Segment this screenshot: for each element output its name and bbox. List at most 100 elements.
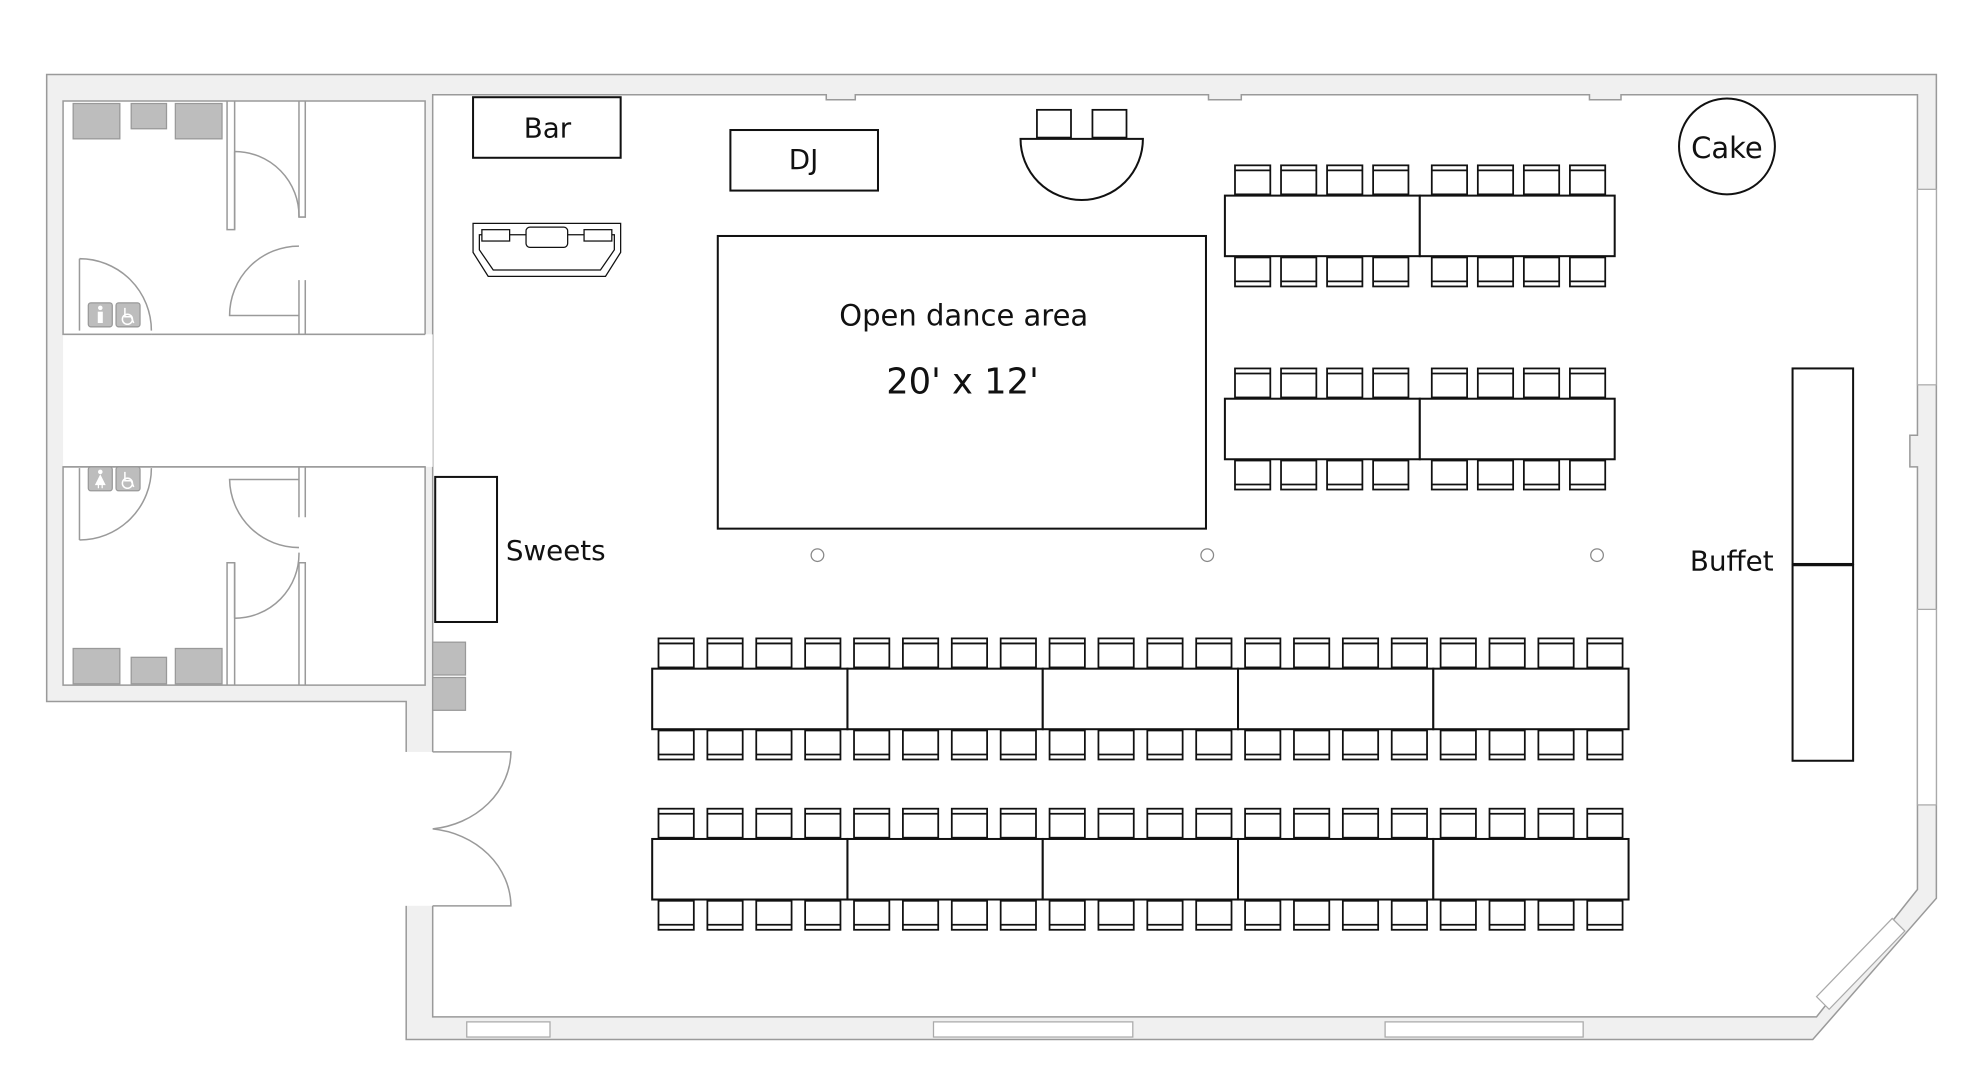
dance-area[interactable]: Open dance area 20' x 12' (716, 234, 1207, 530)
chair (1097, 637, 1135, 669)
window (1916, 608, 1938, 806)
chair (1430, 459, 1468, 491)
chair (706, 729, 744, 761)
chair (1439, 729, 1477, 761)
chair (1390, 899, 1428, 931)
chair (950, 729, 988, 761)
chair (950, 899, 988, 931)
chair (804, 807, 842, 839)
chair (1537, 729, 1575, 761)
chair (1244, 899, 1282, 931)
chair (1488, 637, 1526, 669)
chair (657, 729, 695, 761)
dance-area-label: Open dance area (839, 299, 1088, 333)
guest-seating (651, 164, 1630, 931)
chair (999, 729, 1037, 761)
chair (1195, 807, 1233, 839)
chair (1234, 459, 1272, 491)
chair (1195, 637, 1233, 669)
wheelchair-icon (115, 466, 141, 492)
chair (1488, 807, 1526, 839)
man-icon (87, 302, 113, 328)
chair (1244, 729, 1282, 761)
entrance-door[interactable] (432, 751, 512, 907)
chair (804, 637, 842, 669)
chair (804, 729, 842, 761)
banquet-table[interactable] (846, 837, 1044, 901)
banquet-table[interactable] (1237, 667, 1435, 731)
banquet-table[interactable] (1432, 667, 1630, 731)
banquet-table[interactable] (1432, 837, 1630, 901)
chair (1522, 367, 1561, 399)
head-table[interactable] (1019, 108, 1144, 202)
chair (853, 729, 891, 761)
chair (1390, 729, 1428, 761)
buffet-table[interactable]: Buffet (1690, 367, 1855, 762)
chair (1293, 637, 1331, 669)
chair (706, 637, 744, 669)
chair (1097, 729, 1135, 761)
banquet-table[interactable] (1041, 667, 1240, 731)
chair (902, 899, 940, 931)
chair (1195, 899, 1233, 931)
chair (1326, 367, 1364, 399)
chair (1488, 899, 1526, 931)
banquet-table[interactable] (1223, 397, 1421, 461)
banquet-table[interactable] (1223, 194, 1421, 258)
chair (755, 637, 793, 669)
chair (1537, 899, 1575, 931)
chair (1569, 459, 1607, 491)
chair (1341, 729, 1380, 761)
chair (902, 637, 940, 669)
chair (1569, 256, 1607, 288)
window (1815, 917, 1906, 1011)
chair (1430, 367, 1468, 399)
dj-label: DJ (789, 143, 819, 176)
window (1916, 188, 1938, 386)
chair (1476, 367, 1515, 399)
bar[interactable]: Bar (472, 96, 622, 159)
chair (1522, 256, 1561, 288)
cake-table[interactable]: Cake (1678, 97, 1776, 196)
chair (1293, 729, 1331, 761)
chair (657, 637, 695, 669)
banquet-table[interactable] (651, 667, 849, 731)
banquet-table[interactable] (651, 837, 849, 901)
window (1384, 1021, 1584, 1038)
cake-label: Cake (1691, 131, 1763, 165)
banquet-table[interactable] (846, 667, 1044, 731)
chair (1372, 256, 1410, 288)
chair (706, 899, 744, 931)
chair (1390, 637, 1428, 669)
chair (1476, 256, 1515, 288)
fixture (130, 102, 168, 130)
chair (1586, 729, 1624, 761)
chair (1586, 899, 1624, 931)
chair (755, 729, 793, 761)
chair (1341, 637, 1380, 669)
chair (999, 637, 1037, 669)
banquet-table[interactable] (1418, 194, 1616, 258)
chair (1146, 729, 1184, 761)
chair (1097, 807, 1135, 839)
chair (1326, 459, 1364, 491)
fixture (130, 656, 168, 685)
dj-booth[interactable]: DJ (729, 129, 879, 192)
chair (1372, 164, 1410, 196)
window (932, 1021, 1134, 1038)
chair (706, 807, 744, 839)
chair (1280, 256, 1318, 288)
chair (853, 899, 891, 931)
bar-label: Bar (524, 112, 572, 145)
chair (1146, 899, 1184, 931)
chair (1522, 459, 1561, 491)
sweets-table[interactable]: Sweets (434, 475, 606, 624)
banquet-table[interactable] (1418, 397, 1616, 461)
banquet-table[interactable] (1041, 837, 1240, 901)
chair (804, 899, 842, 931)
window (466, 1021, 551, 1038)
chair (1234, 256, 1272, 288)
banquet-table[interactable] (1237, 837, 1435, 901)
chair (1372, 367, 1410, 399)
